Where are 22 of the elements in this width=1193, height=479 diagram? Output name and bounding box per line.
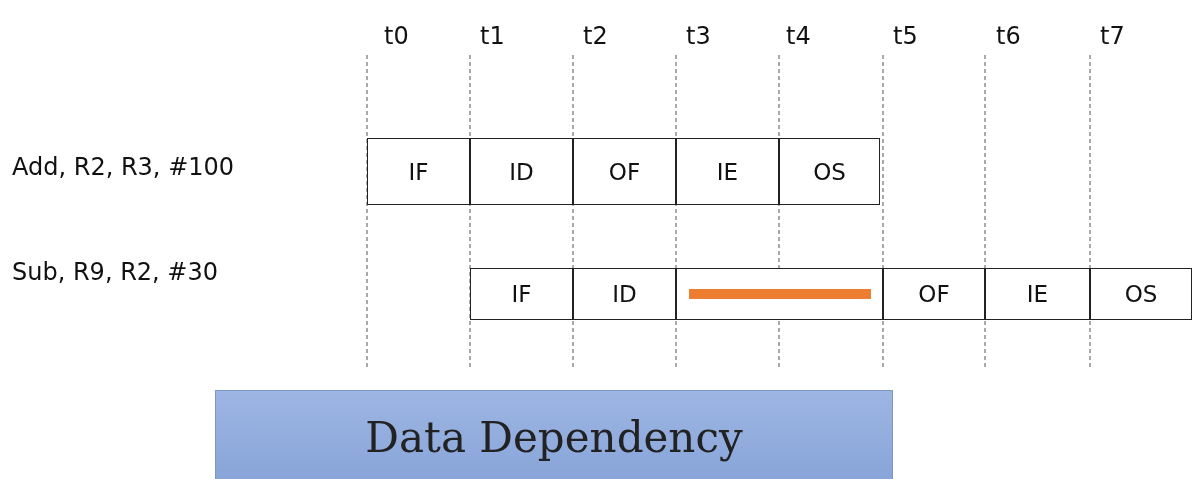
time-label: t4 (786, 22, 811, 50)
title-banner: Data Dependency (215, 390, 893, 479)
stage-box: IF (367, 138, 470, 205)
stage-box: OS (1090, 268, 1192, 320)
time-label: t1 (480, 22, 505, 50)
stage-box: IF (470, 268, 573, 320)
stage-box: OS (779, 138, 880, 205)
time-label: t3 (686, 22, 711, 50)
time-label: t6 (996, 22, 1021, 50)
time-label: t5 (893, 22, 918, 50)
stage-box: OF (573, 138, 676, 205)
time-label: t0 (384, 22, 409, 50)
stage-box: ID (470, 138, 573, 205)
time-label: t2 (583, 22, 608, 50)
time-label: t7 (1100, 22, 1125, 50)
stall-box (676, 268, 883, 320)
stage-box: IE (985, 268, 1090, 320)
instruction-label: Sub, R9, R2, #30 (12, 258, 218, 286)
stage-box: ID (573, 268, 676, 320)
stage-box: IE (676, 138, 779, 205)
stage-box: OF (883, 268, 985, 320)
instruction-label: Add, R2, R3, #100 (12, 153, 235, 181)
